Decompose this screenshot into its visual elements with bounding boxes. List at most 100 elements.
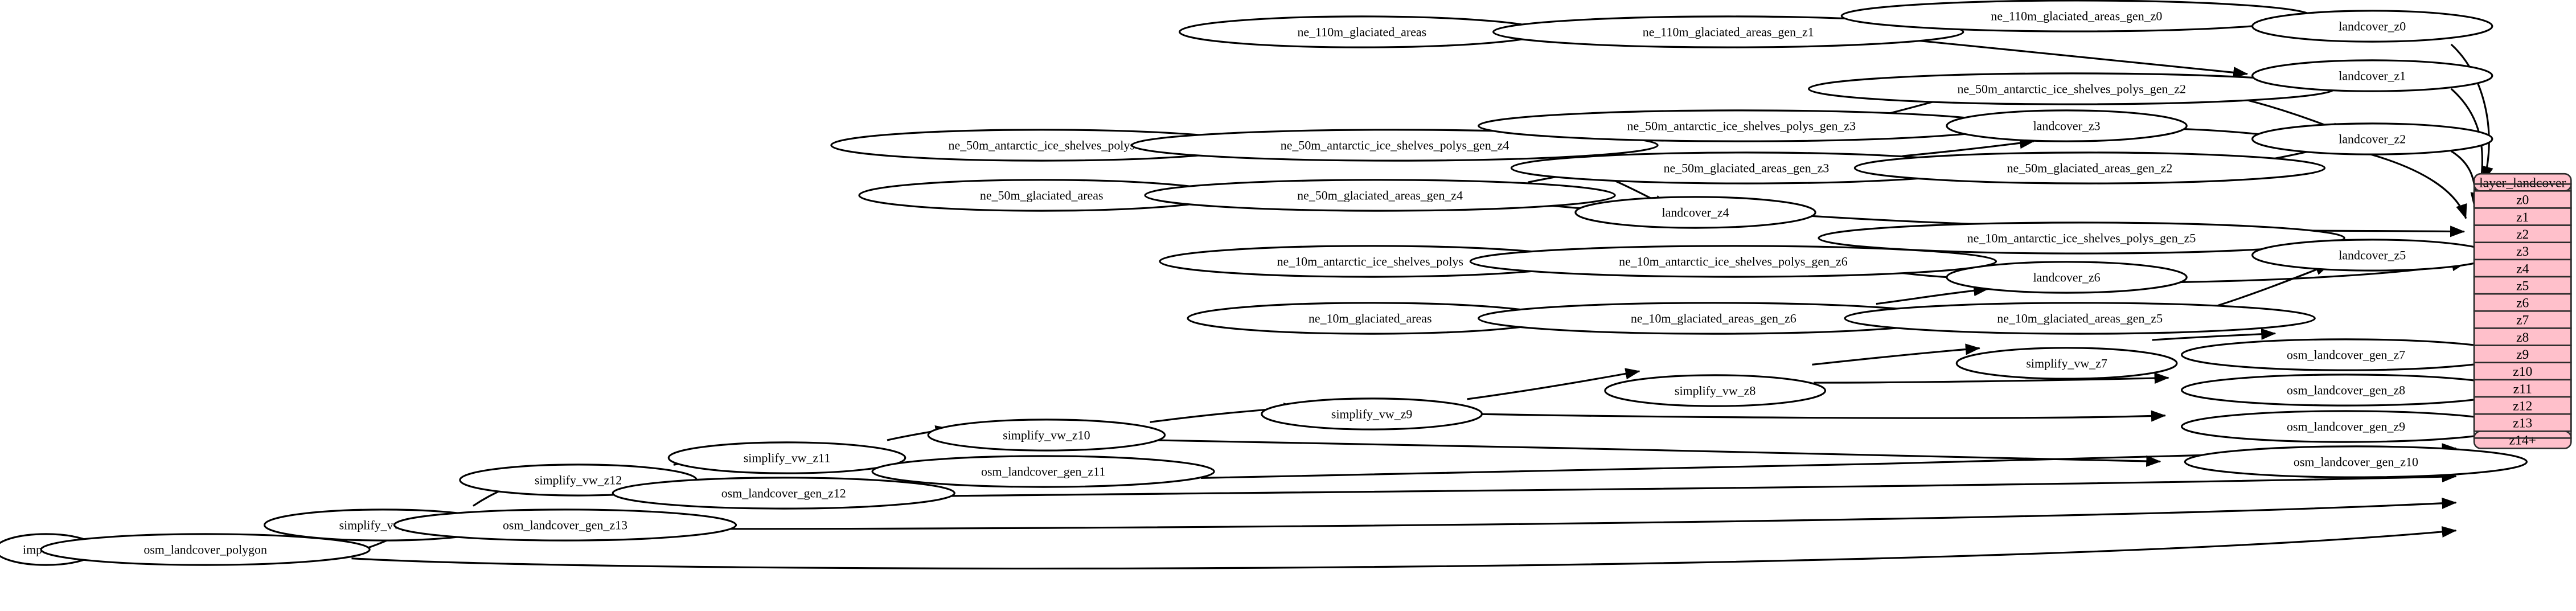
graph-node-osm_landcover_polygon[interactable]: osm_landcover_polygon — [40, 533, 371, 566]
edge-19 — [2152, 328, 2276, 341]
graph-node-osm_landcover_gen_z7[interactable]: osm_landcover_gen_z7 — [2180, 338, 2512, 371]
node-label: landcover_z4 — [1662, 206, 1729, 220]
node-ellipse — [1844, 302, 2316, 335]
graph-node-ne_50m_glaciated_areas_gen_z2[interactable]: ne_50m_glaciated_areas_gen_z2 — [1853, 151, 2326, 184]
edge-26 — [1905, 38, 2249, 79]
node-label: ne_10m_antarctic_ice_shelves_polys_gen_z… — [1967, 231, 2196, 245]
graph-node-ne_50m_antarctic_ice_shelves_polys_gen_z3[interactable]: ne_50m_antarctic_ice_shelves_polys_gen_z… — [1478, 109, 2005, 142]
node-ellipse — [1853, 151, 2326, 184]
graph-node-ne_110m_glaciated_areas_gen_z1[interactable]: ne_110m_glaciated_areas_gen_z1 — [1492, 15, 1964, 48]
graph-node-ne_10m_antarctic_ice_shelves_polys_gen_z5[interactable]: ne_10m_antarctic_ice_shelves_polys_gen_z… — [1818, 222, 2345, 255]
table-row-label: z1 — [2516, 210, 2529, 225]
node-label: osm_landcover_gen_z10 — [2294, 455, 2418, 469]
graph-node-osm_landcover_gen_z8[interactable]: osm_landcover_gen_z8 — [2180, 374, 2512, 407]
node-label: ne_50m_glaciated_areas — [980, 188, 1104, 203]
node-label: simplify_vw_z10 — [1003, 428, 1090, 442]
table-row-cell-z3[interactable] — [2473, 241, 2572, 261]
node-label: ne_10m_glaciated_areas_gen_z6 — [1631, 311, 1796, 326]
graph-node-simplify_vw_z10[interactable]: simplify_vw_z10 — [927, 419, 1166, 452]
node-label: landcover_z1 — [2339, 69, 2406, 83]
graph-node-landcover_z5[interactable]: landcover_z5 — [2251, 239, 2493, 272]
graph-node-ne_10m_glaciated_areas_gen_z6[interactable]: ne_10m_glaciated_areas_gen_z6 — [1478, 302, 1950, 335]
table-title: layer_landcover — [2479, 176, 2566, 191]
graph-node-osm_landcover_gen_z12[interactable]: osm_landcover_gen_z12 — [612, 477, 955, 510]
node-label: simplify_vw_z12 — [535, 473, 622, 487]
node-label: osm_landcover_gen_z12 — [721, 486, 846, 501]
graph-node-simplify_vw_z8[interactable]: simplify_vw_z8 — [1604, 374, 1827, 407]
node-ellipse — [1144, 179, 1616, 212]
node-label: ne_110m_glaciated_areas — [1297, 25, 1426, 39]
graph-node-landcover_z0[interactable]: landcover_z0 — [2251, 10, 2493, 43]
graph-node-ne_110m_glaciated_areas[interactable]: ne_110m_glaciated_areas — [1178, 15, 1545, 48]
node-label: landcover_z5 — [2339, 248, 2406, 263]
graph-node-osm_landcover_gen_z11[interactable]: osm_landcover_gen_z11 — [871, 455, 1215, 488]
graph-node-ne_50m_glaciated_areas_gen_z4[interactable]: ne_50m_glaciated_areas_gen_z4 — [1144, 179, 1616, 212]
graph-node-ne_50m_antarctic_ice_shelves_polys_gen_z4[interactable]: ne_50m_antarctic_ice_shelves_polys_gen_z… — [1131, 129, 1659, 162]
graph-node-osm_landcover_gen_z13[interactable]: osm_landcover_gen_z13 — [393, 509, 737, 542]
node-label: ne_50m_antarctic_ice_shelves_polys_gen_z… — [1281, 138, 1509, 153]
graph-node-landcover_z3[interactable]: landcover_z3 — [1946, 109, 2188, 142]
node-label: osm_landcover_gen_z9 — [2287, 420, 2405, 434]
node-ellipse — [2184, 445, 2528, 478]
node-label: ne_50m_glaciated_areas_gen_z4 — [1297, 188, 1463, 203]
graph-node-landcover_z4[interactable]: landcover_z4 — [1574, 196, 1816, 229]
table-row-label: z12 — [2513, 399, 2532, 413]
node-ellipse — [1469, 245, 1997, 278]
edge-14 — [1155, 439, 2161, 467]
graph-node-ne_50m_antarctic_ice_shelves_polys_gen_z2[interactable]: ne_50m_antarctic_ice_shelves_polys_gen_z… — [1808, 72, 2336, 105]
node-label: ne_50m_antarctic_ice_shelves_polys — [949, 138, 1135, 153]
table-row-label: z4 — [2516, 261, 2529, 276]
node-ellipse — [1261, 397, 1483, 430]
graph-node-osm_landcover_gen_z9[interactable]: osm_landcover_gen_z9 — [2180, 410, 2512, 443]
node-label: landcover_z0 — [2339, 19, 2406, 34]
graph-node-landcover_z1[interactable]: landcover_z1 — [2251, 59, 2493, 92]
node-label: ne_10m_glaciated_areas — [1308, 311, 1432, 326]
table-row-label: z11 — [2513, 382, 2532, 396]
node-label: ne_50m_antarctic_ice_shelves_polys_gen_z… — [1627, 119, 1856, 133]
table-row-cell-z14+[interactable] — [2473, 430, 2572, 449]
node-label: simplify_vw_z9 — [1331, 407, 1412, 421]
graph-node-simplify_vw_z7[interactable]: simplify_vw_z7 — [1955, 347, 2178, 380]
graph-node-landcover_z2[interactable]: landcover_z2 — [2251, 122, 2493, 155]
node-label: ne_50m_glaciated_areas_gen_z3 — [1664, 161, 1830, 175]
node-ellipse — [1574, 196, 1816, 229]
node-ellipse — [2251, 122, 2493, 155]
node-ellipse — [1131, 129, 1659, 162]
graph-node-simplify_vw_z11[interactable]: simplify_vw_z11 — [667, 441, 906, 474]
edge-46 — [1876, 285, 1989, 305]
graph-node-landcover_z6[interactable]: landcover_z6 — [1946, 261, 2188, 294]
table-row-cell-z9[interactable] — [2473, 345, 2572, 364]
table-row-cell-z2[interactable] — [2473, 224, 2572, 244]
node-ellipse — [1955, 347, 2178, 380]
node-label: osm_landcover_gen_z7 — [2287, 348, 2405, 362]
graph-node-ne_10m_antarctic_ice_shelves_polys[interactable]: ne_10m_antarctic_ice_shelves_polys — [1159, 245, 1582, 278]
table-row-label: z2 — [2516, 227, 2529, 242]
graph-node-ne_10m_glaciated_areas_gen_z5[interactable]: ne_10m_glaciated_areas_gen_z5 — [1844, 302, 2316, 335]
table-row-label: z13 — [2513, 416, 2532, 431]
layer-landcover-table[interactable]: layer_landcoverz0z1z2z3z4z5z6z7z8z9z10z1… — [2473, 173, 2572, 449]
graph-node-ne_50m_glaciated_areas_gen_z3[interactable]: ne_50m_glaciated_areas_gen_z3 — [1510, 151, 1983, 184]
graph-node-osm_landcover_gen_z10[interactable]: osm_landcover_gen_z10 — [2184, 445, 2528, 478]
graph-node-ne_10m_antarctic_ice_shelves_polys_gen_z6[interactable]: ne_10m_antarctic_ice_shelves_polys_gen_z… — [1469, 245, 1997, 278]
node-ellipse — [612, 477, 955, 510]
node-ellipse — [40, 533, 371, 566]
node-label: ne_110m_glaciated_areas_gen_z0 — [1991, 9, 2162, 23]
table-row-label: z14+ — [2509, 433, 2536, 448]
node-label: landcover_z6 — [2033, 270, 2101, 285]
graph-node-simplify_vw_z9[interactable]: simplify_vw_z9 — [1261, 397, 1483, 430]
table-row-label: z8 — [2516, 330, 2529, 345]
graph-node-ne_50m_glaciated_areas[interactable]: ne_50m_glaciated_areas — [858, 179, 1225, 212]
node-label: ne_10m_antarctic_ice_shelves_polys — [1277, 255, 1463, 269]
edge-18 — [1814, 372, 2169, 384]
node-ellipse — [1946, 261, 2188, 294]
edge-15 — [1467, 368, 1640, 400]
table-row-label: z3 — [2516, 244, 2529, 259]
graph-node-ne_110m_glaciated_areas_gen_z0[interactable]: ne_110m_glaciated_areas_gen_z0 — [1840, 0, 2312, 32]
node-ellipse — [927, 419, 1166, 452]
table-row-label: z7 — [2516, 313, 2529, 328]
node-ellipse — [1604, 374, 1827, 407]
node-label: landcover_z3 — [2033, 119, 2101, 133]
node-label: osm_landcover_gen_z8 — [2287, 383, 2405, 397]
edge-6 — [723, 497, 2457, 530]
